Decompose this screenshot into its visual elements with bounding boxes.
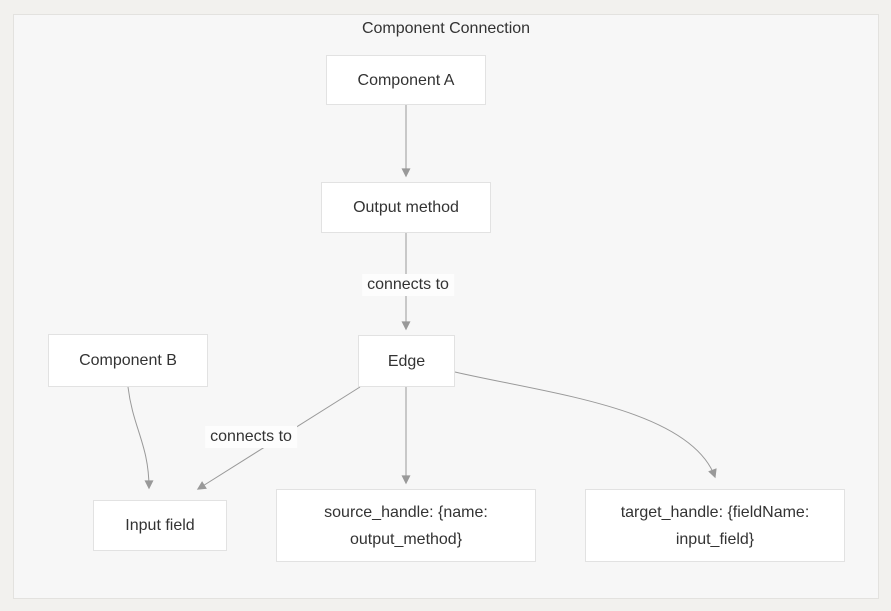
- edge-edge-to-target-handle: [454, 371, 717, 479]
- node-target-handle-label: target_handle: {fieldName: input_field}: [620, 503, 810, 548]
- edge-component-b-to-input-field: [127, 386, 154, 490]
- node-edge-label: Edge: [387, 352, 426, 370]
- node-component-a-label: Component A: [357, 71, 455, 89]
- node-source-handle: source_handle: {name: output_method}: [276, 489, 536, 562]
- node-output-method-label: Output method: [353, 199, 459, 216]
- node-edge: Edge: [358, 335, 455, 387]
- node-source-handle-label: source_handle: {name: output_method}: [324, 503, 488, 548]
- edge-label-connects-to-2: connects to: [205, 426, 297, 448]
- diagram-title: Component Connection: [361, 20, 531, 37]
- node-component-b: Component B: [48, 334, 208, 387]
- node-output-method: Output method: [321, 182, 491, 233]
- node-component-a: Component A: [326, 55, 486, 105]
- node-component-b-label: Component B: [79, 352, 177, 369]
- edge-label-connects-to-1: connects to: [362, 274, 454, 296]
- node-target-handle: target_handle: {fieldName: input_field}: [585, 489, 845, 562]
- node-input-field: Input field: [93, 500, 227, 551]
- node-input-field-label: Input field: [125, 517, 195, 534]
